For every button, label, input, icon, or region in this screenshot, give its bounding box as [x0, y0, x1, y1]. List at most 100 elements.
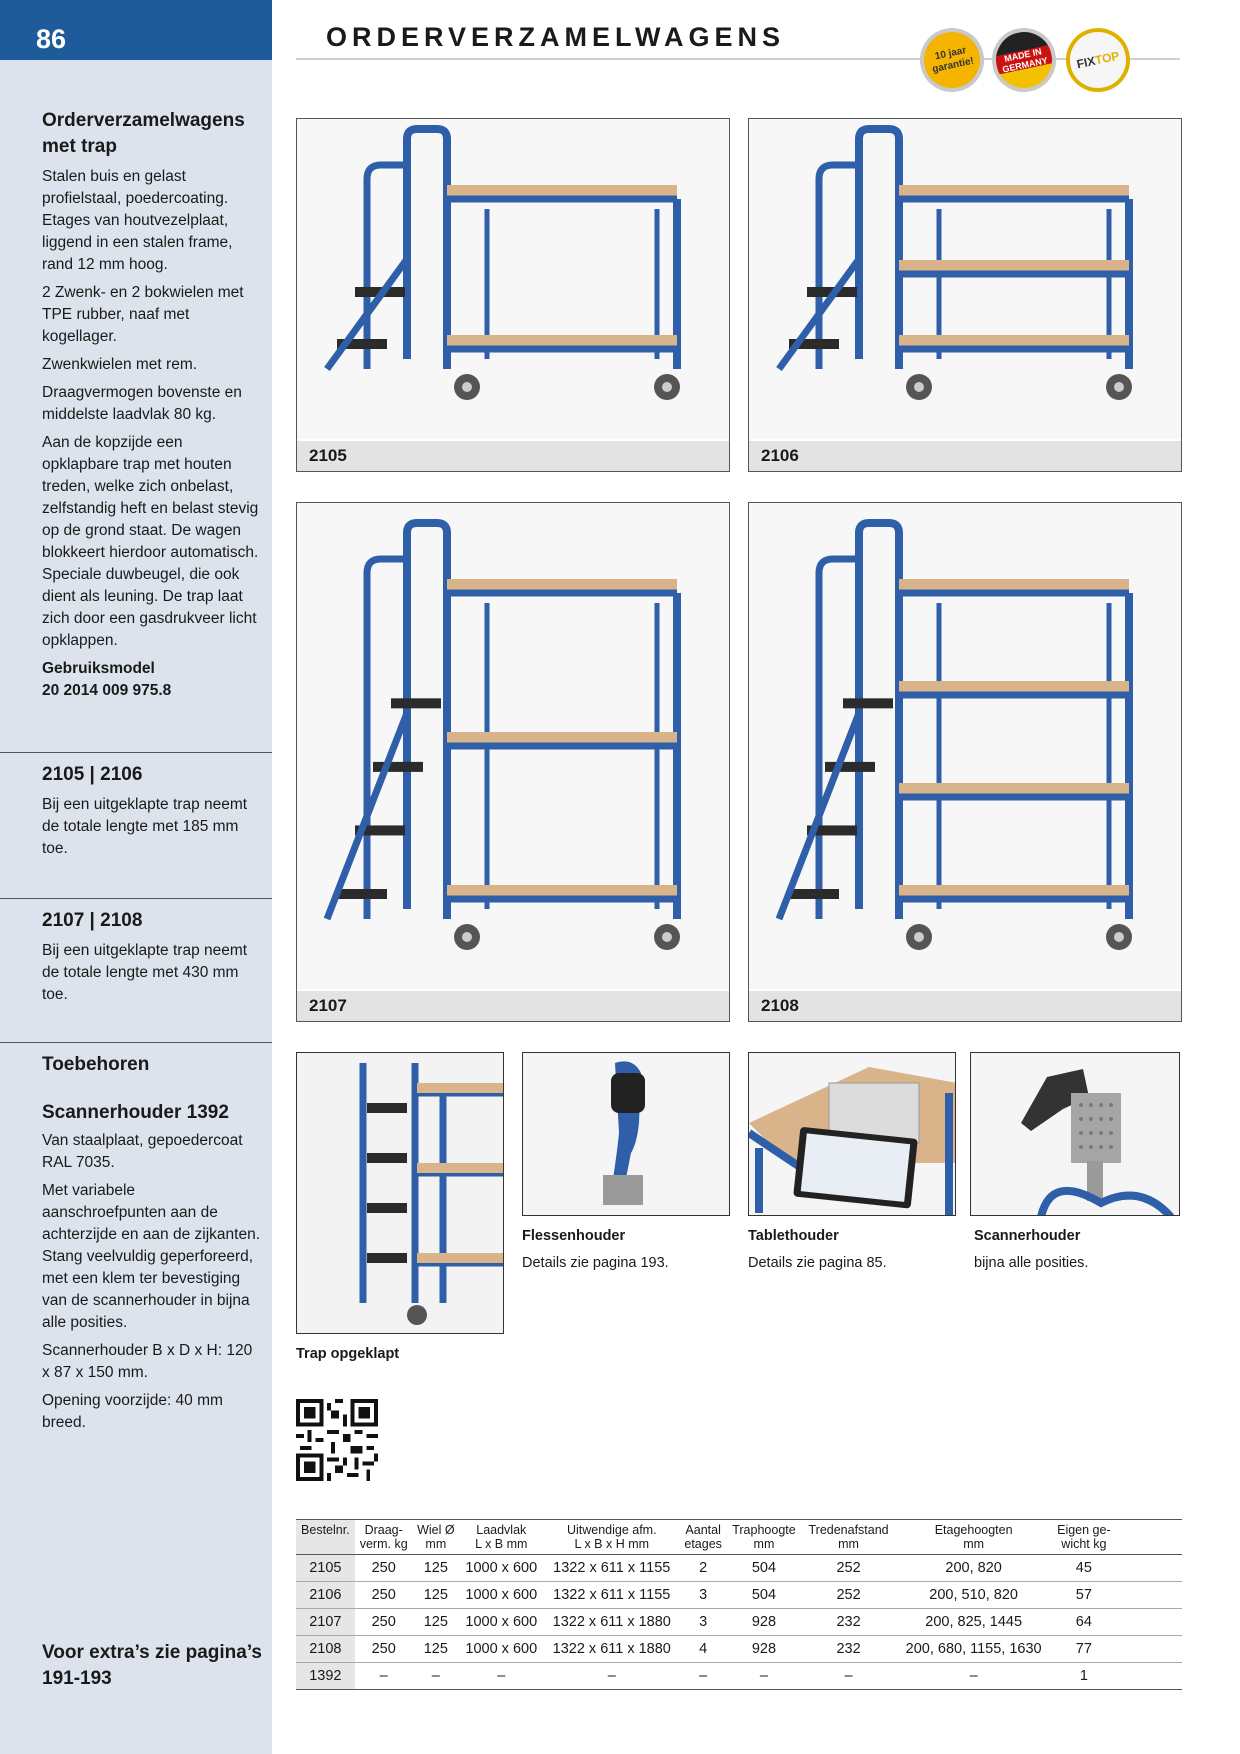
table-cell: 57 [1051, 1581, 1116, 1609]
header-rule [296, 58, 1180, 60]
accessory-title: Scannerhouder [974, 1228, 1081, 1244]
product-code: 2105 [297, 441, 729, 471]
table-cell: – [412, 1662, 459, 1690]
table-cell: 1322 x 611 x 1880 [543, 1608, 680, 1636]
product-code: 2106 [749, 441, 1181, 471]
bottle-holder-photo [522, 1052, 730, 1216]
table-cell: 928 [726, 1608, 802, 1636]
note-2105-2106: 2105 | 2106 Bij een uitgeklapte trap nee… [42, 762, 262, 866]
stair-step-icon [789, 339, 839, 349]
footer-note: Voor extra’s zie pagina’s 191-193 [42, 1640, 262, 1698]
table-cell: 2107 [296, 1608, 355, 1636]
made-in-germany-badge-icon: MADE IN GERMANY [986, 22, 1062, 98]
table-cell: 1322 x 611 x 1155 [543, 1581, 680, 1609]
sidebar [0, 0, 272, 1754]
intro-heading: Orderverzamelwagens met trap [42, 110, 245, 157]
intro-paragraph: 2 Zwenk- en 2 bokwielen met TPE rubber, … [42, 284, 244, 345]
table-cell: 250 [354, 1581, 413, 1609]
table-row: 1392––––––––1 [296, 1662, 1182, 1690]
intro-paragraph: Zwenkwielen met rem. [42, 356, 198, 373]
table-cell: 45 [1051, 1554, 1116, 1582]
intro-section: Orderverzamelwagens met trap Stalen buis… [42, 108, 262, 702]
table-cell: 125 [412, 1581, 459, 1609]
tablet-holder-photo [748, 1052, 956, 1216]
table-cell: 1000 x 600 [459, 1581, 544, 1609]
table-cell-spacer [1116, 1662, 1182, 1690]
table-cell-spacer [1116, 1608, 1182, 1636]
accessory-detail: bijna alle posities. [974, 1255, 1089, 1271]
table-cell: 2106 [296, 1581, 355, 1609]
table-cell: 232 [801, 1635, 896, 1663]
table-cell: 125 [412, 1635, 459, 1663]
column-header: Eigen ge-wicht kg [1051, 1519, 1116, 1555]
table-cell: 1392 [296, 1662, 355, 1690]
stair-step-icon [337, 889, 387, 899]
note-text: Bij een uitgeklapte trap neemt de totale… [42, 942, 248, 1003]
table-cell-spacer [1116, 1635, 1182, 1663]
product-code: 2107 [297, 991, 729, 1021]
qr-code-icon[interactable] [296, 1399, 378, 1481]
product-photo-2108: 2108 [748, 502, 1182, 1022]
table-cell: 64 [1051, 1608, 1116, 1636]
accessories-section: Toebehoren Scannerhouder 1392 Van staalp… [42, 1052, 262, 1440]
table-cell: 1322 x 611 x 1155 [543, 1554, 680, 1582]
model-label: Gebruiksmodel [42, 660, 155, 677]
product-code: 2108 [749, 991, 1181, 1021]
table-cell: 2108 [296, 1635, 355, 1663]
accessory-detail: Details zie pagina 85. [748, 1255, 887, 1271]
model-number: 20 2014 009 975.8 [42, 682, 172, 699]
table-cell-spacer [1116, 1581, 1182, 1609]
accessory-title: Flessenhouder [522, 1228, 626, 1244]
table-cell: 250 [354, 1608, 413, 1636]
table-cell: 1322 x 611 x 1880 [543, 1635, 680, 1663]
accessory-detail: Details zie pagina 193. [522, 1255, 669, 1271]
column-header: Bestelnr. [296, 1519, 355, 1555]
product-photo-2107: 2107 [296, 502, 730, 1022]
table-cell: – [801, 1662, 896, 1690]
column-header: Draag-verm. kg [354, 1519, 413, 1555]
divider [0, 1042, 272, 1043]
table-cell-spacer [1116, 1554, 1182, 1582]
accessory-title: Tablethouder [748, 1228, 839, 1244]
table-cell: 504 [726, 1554, 802, 1582]
table-cell: 2 [679, 1554, 727, 1582]
stair-step-icon [843, 698, 893, 709]
table-cell: 1000 x 600 [459, 1554, 544, 1582]
scanner-heading: Scannerhouder 1392 [42, 1102, 229, 1123]
table-cell: 2105 [296, 1554, 355, 1582]
table-cell: 200, 510, 820 [895, 1581, 1052, 1609]
note-heading: 2107 | 2108 [42, 910, 143, 931]
product-photo-2105: 2105 [296, 118, 730, 472]
table-cell: 252 [801, 1554, 896, 1582]
push-handle-icon [855, 125, 903, 369]
table-cell: – [354, 1662, 413, 1690]
accessories-paragraph: Opening voorzijde: 40 mm breed. [42, 1392, 223, 1431]
table-cell: 250 [354, 1635, 413, 1663]
divider [0, 752, 272, 753]
note-heading: 2105 | 2106 [42, 764, 143, 785]
intro-paragraph: Speciale duwbeugel, die ook dient als le… [42, 566, 257, 649]
table-cell: – [726, 1662, 802, 1690]
table-cell: 1 [1051, 1662, 1116, 1690]
table-cell: – [679, 1662, 727, 1690]
guarantee-badge-icon: 10 jaar garantie! [914, 22, 990, 98]
table-cell: 77 [1051, 1635, 1116, 1663]
folded-stairs-photo [296, 1052, 504, 1334]
table-cell: – [459, 1662, 544, 1690]
table-cell: 250 [354, 1554, 413, 1582]
push-handle-icon [403, 125, 451, 369]
intro-paragraph: Aan de kopzijde een opklapbare trap met … [42, 434, 259, 561]
column-header-spacer [1116, 1519, 1182, 1555]
accessories-paragraph: Van staalplaat, gepoedercoat RAL 7035. [42, 1132, 243, 1171]
table-cell: 928 [726, 1635, 802, 1663]
table-cell: 3 [679, 1608, 727, 1636]
